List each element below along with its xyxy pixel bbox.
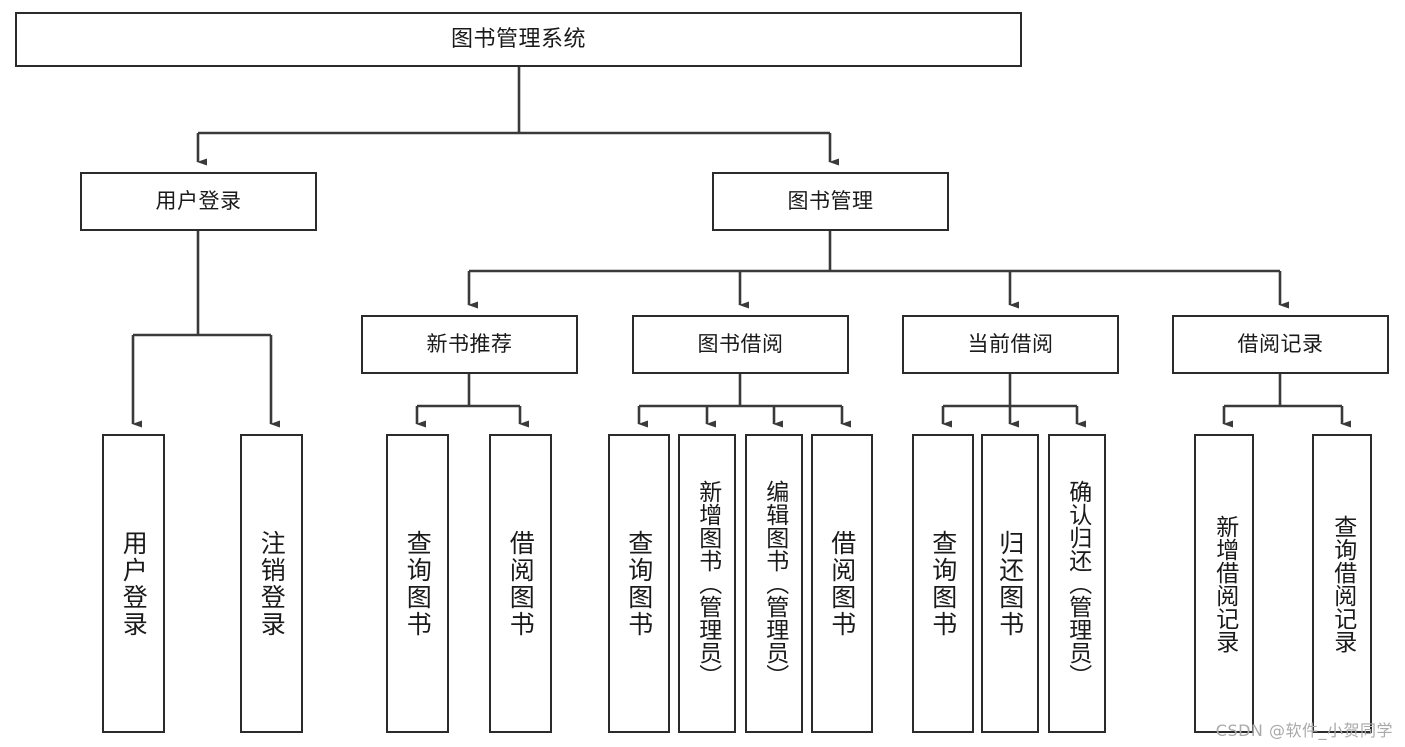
node-label: 用户登录 <box>119 529 149 638</box>
node-book-management[interactable]: 图书管理 <box>712 172 949 231</box>
node-leaf-query-book-3[interactable]: 查询图书 <box>912 434 974 733</box>
node-label: 查询图书 <box>403 529 433 638</box>
node-root-system[interactable]: 图书管理系统 <box>15 12 1022 67</box>
node-label: 归还图书 <box>995 529 1025 638</box>
node-leaf-add-book[interactable]: 新增图书（管理员） <box>678 434 736 733</box>
node-user-login[interactable]: 用户登录 <box>80 172 317 231</box>
node-label: 编辑图书（管理员） <box>761 480 788 687</box>
node-leaf-user-login[interactable]: 用户登录 <box>102 434 165 733</box>
node-leaf-borrow-book-1[interactable]: 借阅图书 <box>489 434 552 733</box>
node-leaf-query-book-2[interactable]: 查询图书 <box>608 434 670 733</box>
node-label: 当前借阅 <box>967 332 1054 357</box>
node-leaf-return-book[interactable]: 归还图书 <box>981 434 1039 733</box>
node-leaf-logout-login[interactable]: 注销登录 <box>240 434 303 733</box>
node-label: 注销登录 <box>257 529 287 638</box>
node-label: 新书推荐 <box>426 332 513 357</box>
node-label: 新增借阅记录 <box>1211 514 1238 653</box>
node-leaf-query-book-1[interactable]: 查询图书 <box>386 434 449 733</box>
node-current-borrow[interactable]: 当前借阅 <box>902 315 1119 374</box>
node-label: 查询图书 <box>928 529 958 638</box>
node-label: 图书管理 <box>787 189 874 214</box>
node-leaf-query-borrow-record[interactable]: 查询借阅记录 <box>1312 434 1372 733</box>
node-label: 图书管理系统 <box>450 26 586 52</box>
node-leaf-edit-book[interactable]: 编辑图书（管理员） <box>745 434 803 733</box>
node-label: 用户登录 <box>155 189 242 214</box>
csdn-watermark: CSDN @软件_小贺同学 <box>1215 721 1393 740</box>
node-book-borrow[interactable]: 图书借阅 <box>632 315 849 374</box>
node-leaf-borrow-book-2[interactable]: 借阅图书 <box>811 434 873 733</box>
node-label: 借阅图书 <box>506 529 536 638</box>
node-leaf-add-borrow-record[interactable]: 新增借阅记录 <box>1194 434 1254 733</box>
node-label: 查询图书 <box>624 529 654 638</box>
node-label: 查询借阅记录 <box>1329 514 1356 653</box>
node-new-book-recommend[interactable]: 新书推荐 <box>361 315 578 374</box>
node-borrow-record[interactable]: 借阅记录 <box>1172 315 1389 374</box>
node-label: 确认归还（管理员） <box>1064 480 1091 687</box>
node-label: 借阅图书 <box>827 529 857 638</box>
node-label: 新增图书（管理员） <box>694 480 721 687</box>
node-label: 图书借阅 <box>697 332 784 357</box>
node-leaf-confirm-return[interactable]: 确认归还（管理员） <box>1048 434 1106 733</box>
node-label: 借阅记录 <box>1237 332 1324 357</box>
